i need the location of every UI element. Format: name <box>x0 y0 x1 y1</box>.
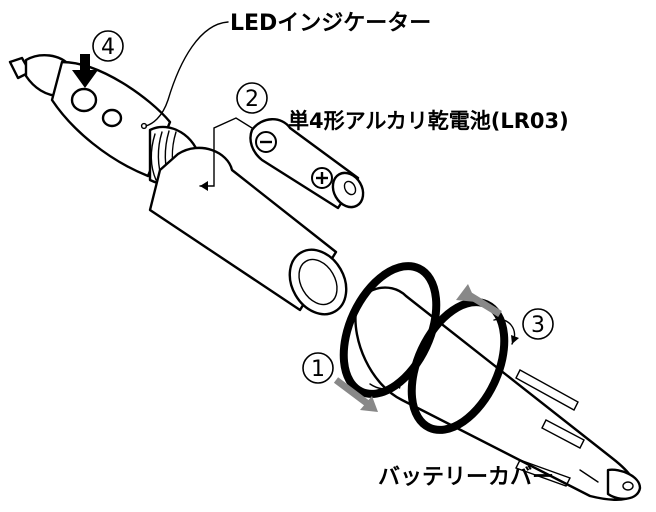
step-2-marker: 2 <box>236 82 268 114</box>
battery-cover-label: バッテリーカバー <box>378 465 554 490</box>
step-4-marker: 4 <box>92 30 124 62</box>
pen-device <box>8 54 348 316</box>
battery-aaa <box>249 118 365 210</box>
step-1-marker: 1 <box>302 352 334 384</box>
function-button <box>101 108 123 128</box>
led-callout-line <box>145 21 229 127</box>
cover-slots <box>515 369 599 487</box>
svg-text:4: 4 <box>101 35 115 60</box>
power-button <box>70 87 98 113</box>
svg-text:2: 2 <box>245 87 259 112</box>
step-3-marker: 3 <box>522 308 554 340</box>
press-arrow-icon <box>72 54 98 88</box>
tube-opening <box>288 248 348 316</box>
insert-arrow <box>199 117 253 191</box>
minus-terminal-icon <box>255 131 277 153</box>
led-indicator-label: LEDインジケーター <box>230 11 431 36</box>
svg-text:1: 1 <box>311 357 325 382</box>
direction-arrow-remove <box>456 284 502 317</box>
battery-cover <box>339 262 642 501</box>
battery-type-label: 単4形アルカリ乾電池(LR03) <box>288 109 569 133</box>
direction-arrow-attach <box>333 377 378 412</box>
svg-text:3: 3 <box>531 313 545 338</box>
plus-terminal-icon <box>311 167 333 189</box>
